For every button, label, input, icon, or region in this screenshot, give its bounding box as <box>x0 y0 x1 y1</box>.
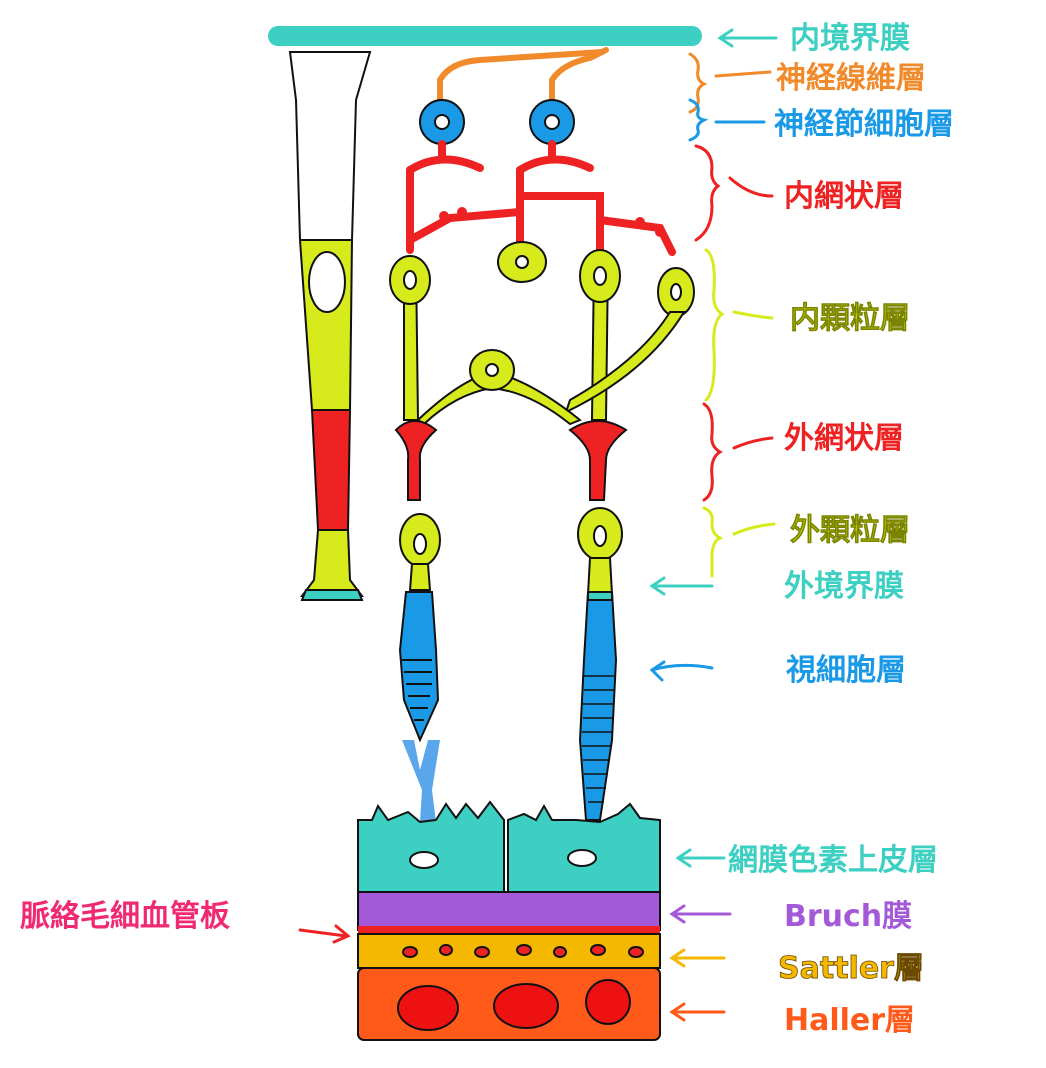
rpe-layer <box>357 800 661 893</box>
arrow-bruch <box>669 904 732 924</box>
bracket-onl <box>702 506 724 578</box>
label-bruch-membrane: Bruch膜 <box>784 899 912 934</box>
arrow-ilm <box>717 28 778 48</box>
label-inner-plexiform-layer: 内網状層 <box>784 179 904 214</box>
sattler-layer <box>357 933 661 969</box>
line-inl <box>732 310 774 320</box>
cone-photoreceptor <box>578 591 618 821</box>
label-choriocapillaris: 脈絡毛細血管板 <box>20 899 230 934</box>
arrow-photoreceptor <box>649 660 714 682</box>
label-outer-limiting-membrane: 外境界膜 <box>784 569 904 604</box>
ganglion-cells <box>419 99 575 145</box>
line-onl <box>732 522 776 536</box>
label-sattler-layer: Sattler層 <box>778 951 924 986</box>
label-outer-nuclear-layer: 外顆粒層 <box>790 513 910 548</box>
rpe-process <box>402 740 440 822</box>
haller-layer <box>357 967 661 1041</box>
arrow-haller <box>669 1002 726 1022</box>
outer-nuclear-cells <box>399 507 623 595</box>
rod-photoreceptor <box>398 591 440 743</box>
label-ganglion-cell-layer: 神経節細胞層 <box>774 107 954 142</box>
arrow-sattler <box>669 948 726 968</box>
label-nerve-fiber-layer: 神経線維層 <box>776 61 926 96</box>
line-opl <box>732 436 774 450</box>
label-inner-limiting-membrane: 内境界膜 <box>790 21 910 56</box>
line-nfl <box>714 70 772 78</box>
nerve-fibers <box>437 47 609 103</box>
label-inner-nuclear-layer: 内顆粒層 <box>790 301 910 336</box>
bracket-inl <box>704 248 725 402</box>
bracket-opl <box>702 402 723 502</box>
line-ipl <box>728 176 774 198</box>
bracket-nfl <box>688 52 708 114</box>
bracket-gcl <box>688 98 709 142</box>
bruch-membrane-band <box>357 891 661 931</box>
choriocapillaris-band <box>358 926 660 934</box>
label-outer-plexiform-layer: 外網状層 <box>784 421 904 456</box>
inner-limiting-membrane-bar <box>268 26 702 46</box>
synapse-dots <box>439 207 665 237</box>
label-rpe-layer: 網膜色素上皮層 <box>728 843 938 878</box>
label-photoreceptor-layer: 視細胞層 <box>786 653 906 688</box>
bracket-ipl <box>694 144 721 242</box>
inner-nuclear-cells <box>389 241 695 426</box>
arrow-elm <box>649 576 714 596</box>
label-haller-layer: Haller層 <box>784 1003 915 1038</box>
arrow-rpe <box>675 848 726 868</box>
muller-cell <box>288 51 372 601</box>
arrow-choriocapillaris <box>298 924 351 944</box>
inner-plexiform-dendrites <box>406 140 676 256</box>
outer-plexiform-synapses <box>394 420 628 501</box>
